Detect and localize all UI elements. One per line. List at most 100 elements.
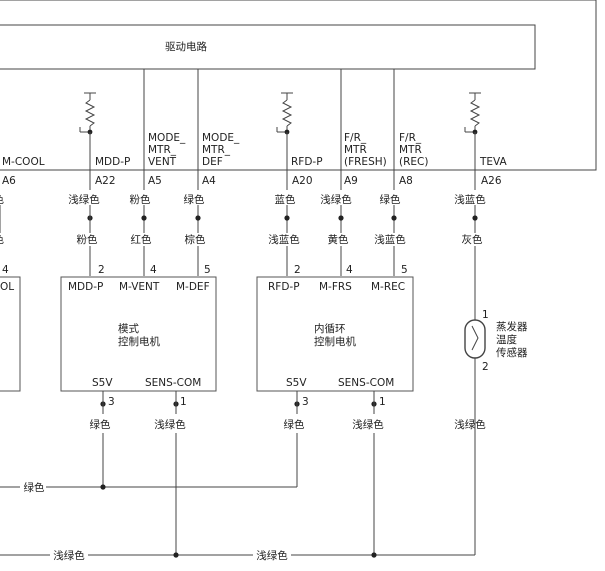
s5v-bus: 绿色	[0, 481, 297, 494]
terminal-mdd-name: MDD-P	[95, 156, 130, 168]
terminal-vent-name-1: MODE_	[148, 132, 186, 144]
sensor-label-2: 温度	[496, 333, 517, 346]
recirc-motor-label-s5v: S5V	[286, 377, 307, 389]
recirc-motor-label-sens: SENS-COM	[338, 377, 394, 389]
wire-color-rec-upper: 绿色	[380, 193, 401, 206]
terminal-fresh-name-2: MTR	[344, 144, 367, 156]
recirc-motor-label-rfd: RFD-P	[268, 281, 300, 293]
mode-motor-label-mdd: MDD-P	[68, 281, 103, 293]
mode-control-motor: 2 4 5 MDD-P M-VENT M-DEF 模式 控制电机 S5V SEN…	[60, 264, 217, 408]
mode-motor-pin-s5v: 3	[108, 396, 115, 408]
wire-color-mode-s5v: 绿色	[90, 418, 111, 431]
bus-label-green: 绿色	[24, 481, 45, 494]
wire-color-mode-sens: 浅绿色	[154, 418, 186, 431]
terminal-vent-pin: A5	[148, 175, 162, 187]
terminal-labels: M-COOL MDD-P MODE_ MTR_ VENT MODE_ MTR_ …	[2, 132, 508, 168]
drive-circuit: 驱动电路	[0, 24, 536, 70]
wire-color-fresh-upper: 浅绿色	[320, 193, 352, 206]
wire-colors-upper: 色 浅绿色 粉色 绿色 蓝色 浅绿色 绿色 浅蓝色	[0, 193, 486, 206]
mode-motor-pin-vent: 4	[150, 264, 157, 276]
mode-motor-label-sens: SENS-COM	[145, 377, 201, 389]
wire-color-rec-sens: 浅绿色	[352, 418, 384, 431]
lower-wires	[102, 391, 375, 555]
terminal-mdd-pin: A22	[95, 175, 116, 187]
control-unit-outline	[0, 0, 597, 171]
recirc-motor-pin-rfd: 2	[294, 264, 301, 276]
terminal-def-name-1: MODE_	[202, 132, 240, 144]
wire-color-vent-lower: 红色	[131, 233, 152, 246]
wire-color-fresh-lower: 黄色	[328, 233, 349, 246]
wire-color-teva-upper: 浅蓝色	[454, 193, 486, 206]
control-unit	[0, 0, 597, 171]
wire-colors-lower: 色 粉色 红色 棕色 浅蓝色 黄色 浅蓝色 灰色	[0, 233, 483, 246]
wire-color-edge-lower: 色	[0, 233, 5, 246]
terminal-rec-name-1: F/R_	[399, 132, 422, 144]
terminal-pins: A6 A22 A5 A4 A20 A9 A8 A26	[2, 175, 502, 187]
pullup-resistor-rfd	[276, 92, 293, 135]
wire-color-sensor: 浅绿色	[454, 418, 486, 431]
wire-color-rec-s5v: 绿色	[284, 418, 305, 431]
mode-motor-box	[60, 276, 217, 392]
terminal-def-name-2: MTR_	[202, 144, 231, 156]
sensor-pin-1: 1	[482, 309, 489, 321]
partial-box-label: OL	[0, 281, 14, 293]
terminal-vent-name-2: MTR_	[148, 144, 177, 156]
sensor-pin-2: 2	[482, 361, 489, 373]
recirc-motor-pin-sens: 1	[379, 396, 386, 408]
mode-motor-label-def: M-DEF	[176, 281, 210, 293]
wire-color-mdd-lower: 粉色	[77, 233, 98, 246]
terminal-def-pin: A4	[202, 175, 216, 187]
sensor-label-1: 蒸发器	[496, 320, 528, 333]
terminal-rfd-pin: A20	[292, 175, 313, 187]
terminal-rec-pin: A8	[399, 175, 413, 187]
mode-motor-title-1: 模式	[118, 322, 139, 335]
partial-box-pin: 4	[2, 264, 9, 276]
recirc-motor-pin-frs: 4	[346, 264, 353, 276]
bus-label-lightgreen-left: 浅绿色	[53, 549, 85, 562]
wire-color-mdd-upper: 浅绿色	[68, 193, 100, 206]
wire-color-teva-lower: 灰色	[462, 233, 483, 246]
terminal-teva-name: TEVA	[479, 156, 508, 168]
terminal-rec-name-2: MTR	[399, 144, 422, 156]
terminal-edge-name: M-COOL	[2, 156, 45, 168]
recirc-motor-box	[256, 276, 414, 392]
wire-color-rfd-lower: 浅蓝色	[268, 233, 300, 246]
terminal-fresh-pin: A9	[344, 175, 358, 187]
pullup-resistor-teva	[464, 92, 481, 135]
recirc-motor-pin-s5v: 3	[302, 396, 309, 408]
recirc-motor-label-rec: M-REC	[371, 281, 405, 293]
connector-row-1	[87, 205, 478, 233]
terminal-rec-name-3: (REC)	[399, 156, 428, 168]
wire-color-rec-lower: 浅蓝色	[374, 233, 406, 246]
terminal-def-name-3: DEF	[202, 156, 223, 168]
thermistor-icon	[464, 319, 486, 359]
mode-motor-pin-def: 5	[204, 264, 211, 276]
drive-circuit-label: 驱动电路	[165, 40, 207, 53]
sensor-label-3: 传感器	[496, 346, 528, 359]
recirc-motor-title-2: 控制电机	[314, 335, 356, 348]
bus-label-lightgreen-mid: 浅绿色	[256, 549, 288, 562]
mode-motor-label-s5v: S5V	[92, 377, 113, 389]
recirc-motor-title-1: 内循环	[314, 322, 346, 335]
wire-color-vent-upper: 粉色	[130, 193, 151, 206]
wire-color-edge-upper: 色	[0, 193, 5, 206]
connector-row-2	[100, 401, 377, 407]
mode-motor-pin-sens: 1	[180, 396, 187, 408]
recirc-motor-label-frs: M-FRS	[319, 281, 352, 293]
terminal-teva-pin: A26	[481, 175, 502, 187]
terminal-vent-name-3: VENT	[148, 156, 177, 168]
mode-motor-pin-mdd: 2	[98, 264, 105, 276]
partial-component-box: 4 OL	[0, 205, 21, 392]
terminal-edge-pin: A6	[2, 175, 16, 187]
terminal-fresh-name-1: F/R_	[344, 132, 367, 144]
junction-dot	[371, 552, 377, 558]
recirc-motor-pin-rec: 5	[401, 264, 408, 276]
terminal-fresh-name-3: (FRESH)	[344, 156, 387, 168]
bottom-wire-colors: 绿色 浅绿色 绿色 浅绿色 浅绿色	[90, 418, 487, 431]
terminal-rfd-name: RFD-P	[291, 156, 323, 168]
junction-dot	[100, 484, 106, 490]
evaporator-temperature-sensor: 1 2 蒸发器 温度 传感器	[464, 309, 528, 555]
pullup-resistor-mdd	[79, 92, 96, 135]
thermistor-element	[471, 325, 479, 351]
